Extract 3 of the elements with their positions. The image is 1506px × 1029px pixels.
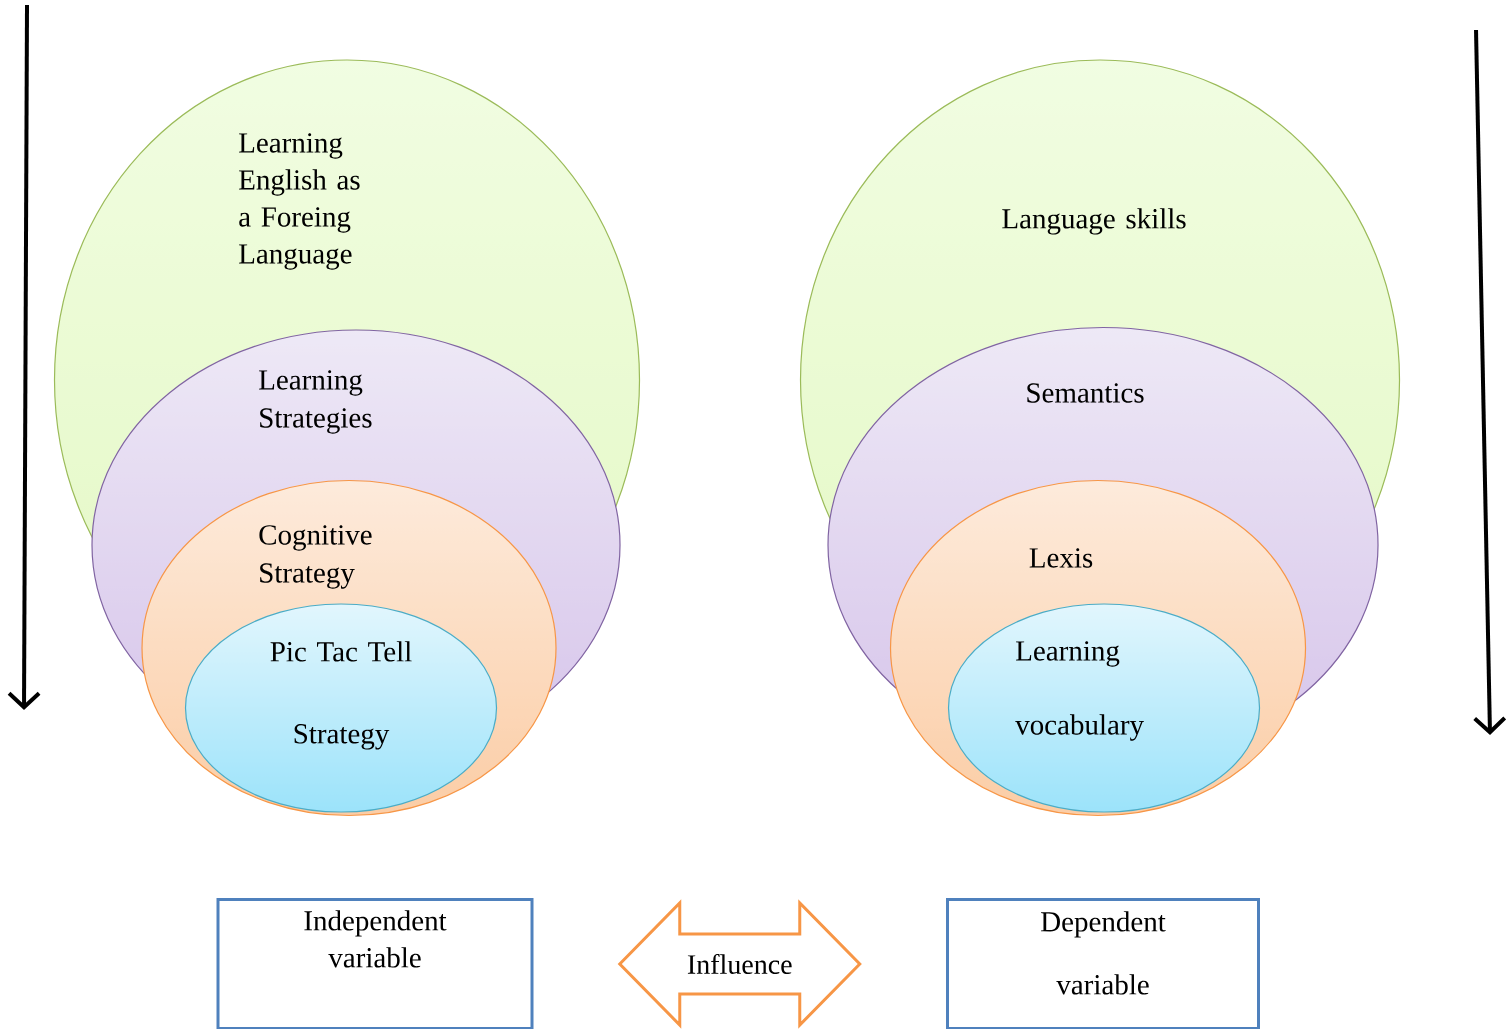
variable-box: Dependent variable [946, 898, 1260, 1029]
variable-box: Independent variable [216, 898, 534, 1029]
edge-label: Influence [685, 953, 794, 975]
